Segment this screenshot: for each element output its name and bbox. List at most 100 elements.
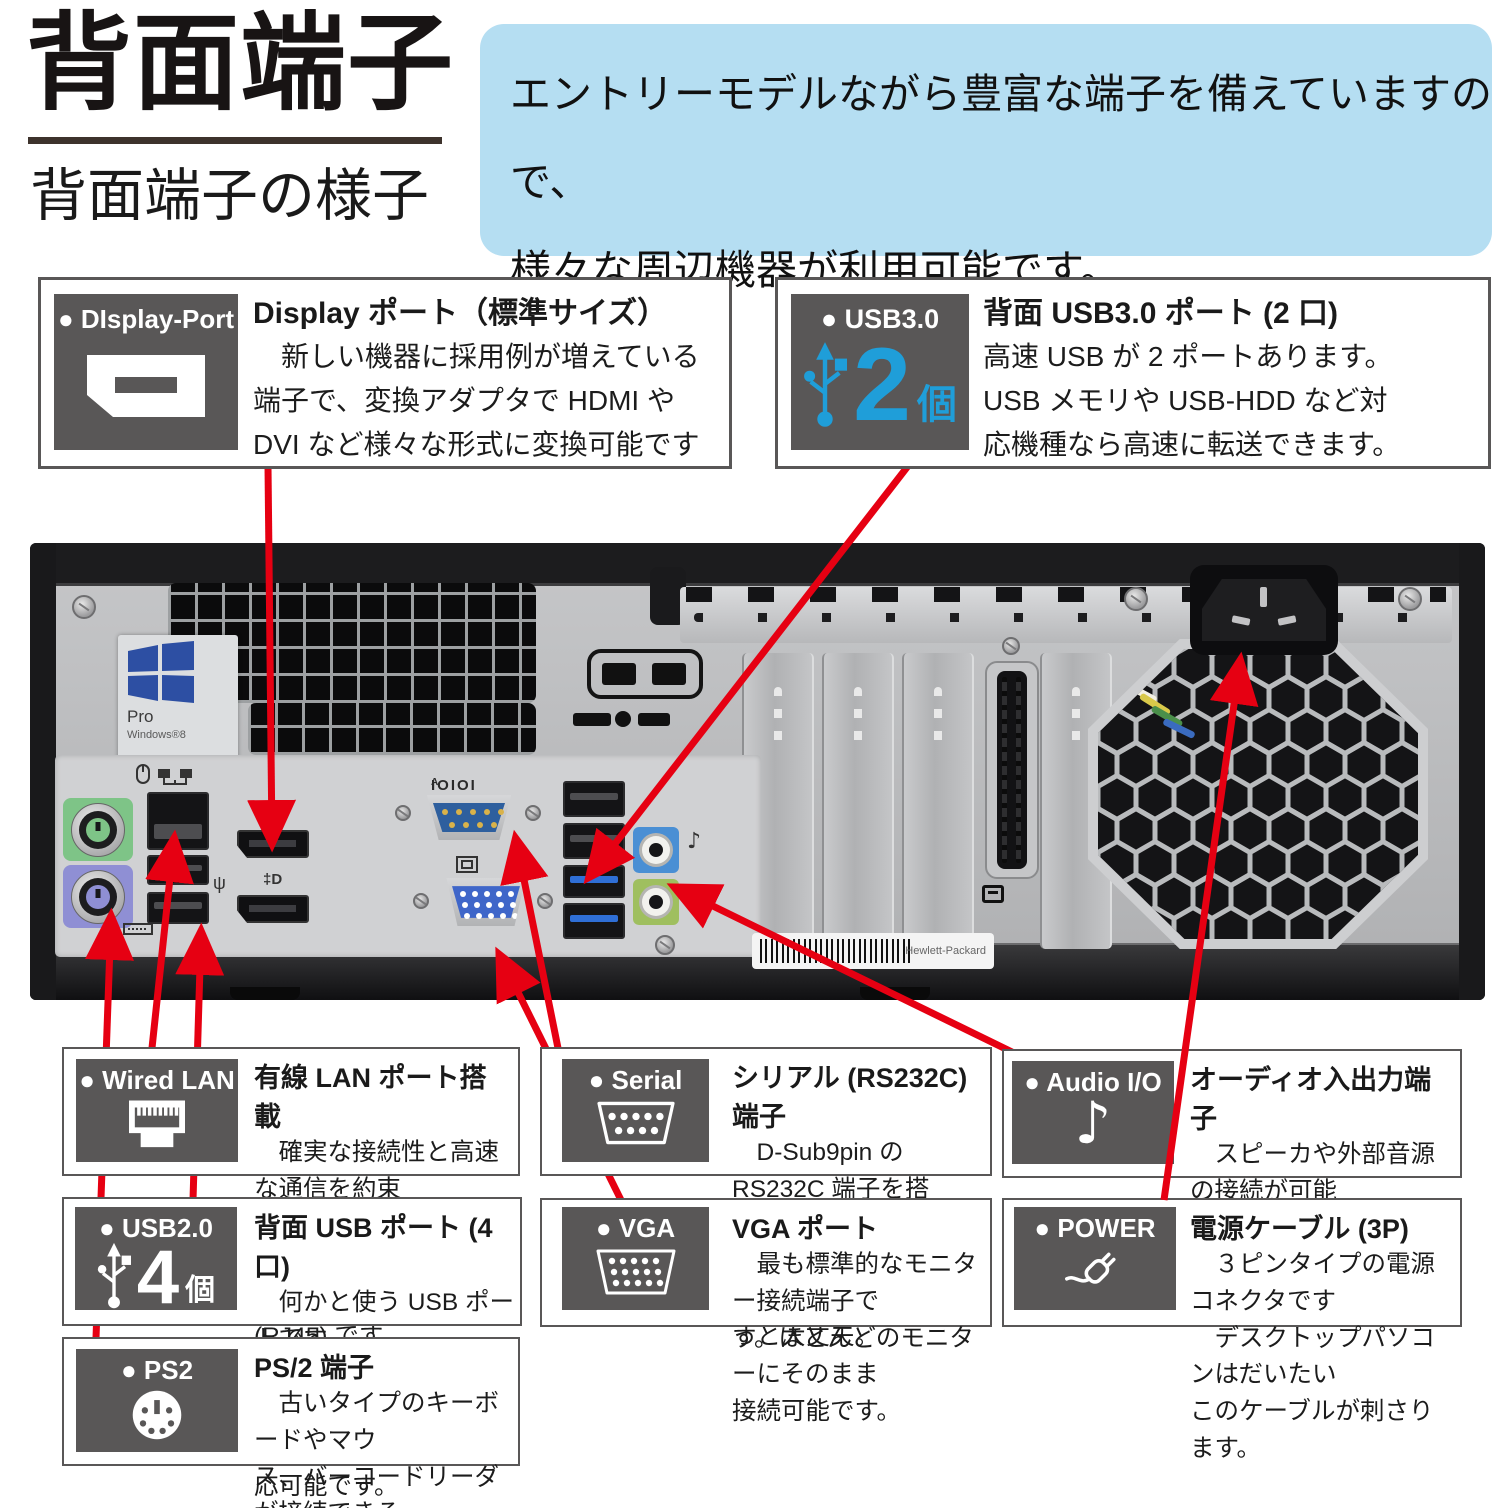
callout-vga: ● VGA VGA ポート 最も標準的なモニター接続端子で す。ほとんどのモニタ…: [540, 1198, 992, 1425]
hp-sticker-text: Hewlett-Packard: [905, 945, 986, 957]
callout-title: 有線 LAN ポート搭載: [254, 1063, 487, 1132]
music-note-icon: ♪: [1074, 1089, 1112, 1157]
expansion-slot-cover: [902, 653, 974, 949]
lan-port-icon: [129, 1100, 185, 1148]
chip-label: ● PS2: [120, 1355, 194, 1385]
chip-usb30: ● USB3.0 2 個: [791, 294, 969, 450]
vga-port-icon: [596, 1249, 675, 1295]
lan-port: [147, 792, 209, 850]
screw: [413, 893, 429, 909]
ps2-keyboard-port: [63, 865, 133, 928]
displayport-glyph: ‡D: [263, 871, 283, 888]
chip-label: ● Wired LAN: [79, 1065, 235, 1095]
chassis-cutout: [638, 713, 670, 726]
callout-wired-lan: ● Wired LAN 有線 LAN ポート搭載 確実な接続性と高速な通信を約束…: [62, 1047, 520, 1350]
chassis-cutout: [652, 663, 686, 685]
callout-power: ● POWER 電源ケーブル (3P) ３ピンタイプの電源コネクタです デスクト…: [1002, 1198, 1462, 1462]
chassis-cutout: [602, 663, 636, 685]
chassis-left-edge: [30, 543, 56, 1000]
thumbscrew: [1002, 637, 1020, 655]
screw: [1398, 587, 1422, 611]
mouse-icon: [136, 764, 150, 784]
callout-usb20: ● USB2.0 4 個 背面 USB ポート (4 口) 何かと使う USB …: [62, 1197, 522, 1500]
chip-label: ● Serial: [588, 1065, 683, 1095]
callout-title: オーディオ入出力端子: [1190, 1065, 1432, 1134]
chip-label: ● POWER: [1034, 1213, 1156, 1243]
power-plug-icon: [1065, 1252, 1116, 1284]
callout-body: 新しい機器に採用例が増えている 端子で、変換アダプタで HDMI や DVI な…: [253, 341, 700, 461]
latch-holes: [694, 613, 1438, 622]
callout-usb30: ● USB3.0 2 個 背面 USB3.0 ポート (2 口) 高速 USB …: [775, 277, 1491, 469]
fan-guard: [1088, 639, 1428, 949]
usb-icon: [97, 1242, 131, 1309]
usb3-port: [563, 865, 625, 898]
ps2-connector-icon: [132, 1390, 182, 1440]
chip-label: ● VGA: [595, 1213, 676, 1243]
printer-icon: [982, 885, 1004, 903]
page-subtitle: 背面端子の様子: [30, 164, 429, 228]
line-in-jack: [633, 827, 679, 873]
usb-glyph: ψ: [213, 873, 226, 893]
callout-title: VGA ポート: [732, 1214, 879, 1244]
lead-text-box: エントリーモデルながら豊富な端子を備えていますので、 様々な周辺機器が利用可能で…: [480, 24, 1492, 293]
windows-sticker-version: Windows®8: [127, 729, 186, 741]
callout-audio-io: ● Audio I/O ♪ オーディオ入出力端子 スピーカや外部音源の接続が可能…: [1002, 1049, 1462, 1315]
chip-power: ● POWER: [1014, 1207, 1176, 1310]
chassis-foot: [860, 987, 930, 1000]
barcode: [760, 939, 910, 963]
chip-wired-lan: ● Wired LAN: [76, 1059, 238, 1162]
parallel-port: [985, 661, 1039, 879]
ps2-mouse-port: [63, 798, 133, 861]
callout-body: 高速 USB が 2 ポートあります。 USB メモリや USB-HDD など対…: [983, 341, 1401, 461]
usb2-port: [563, 823, 625, 859]
windows-logo: [128, 641, 194, 703]
screw: [655, 935, 675, 955]
usb3-port: [563, 903, 625, 939]
chip-usb20: ● USB2.0 4 個: [75, 1207, 237, 1320]
chip-audio-io: ● Audio I/O ♪: [1012, 1061, 1174, 1164]
keyboard-icon: [123, 923, 153, 935]
chassis-right-edge: [1459, 543, 1485, 1000]
callout-display-port: ● DIsplay-Port Display ポート（標準サイズ） 新しい機器に…: [38, 277, 732, 469]
serial-port-icon: [596, 1101, 675, 1145]
usb20-count: 4: [136, 1234, 180, 1320]
windows-sticker-text: Pro: [127, 707, 154, 726]
expansion-slot-cover: [822, 653, 894, 949]
rear-panel-photo: Pro Windows®8: [30, 543, 1485, 1000]
callout-body: ３ピンタイプの電源コネクタです デスクトップパソコンはだいたい このケーブルが刺…: [1190, 1251, 1435, 1462]
screw: [525, 805, 541, 821]
callout-title: Display ポート（標準サイズ）: [253, 297, 668, 330]
callout-title: シリアル (RS232C) 端子: [732, 1063, 968, 1132]
chip-label: ● DIsplay-Port: [57, 304, 235, 334]
power-inlet: [1190, 565, 1338, 655]
chip-serial: ● Serial: [562, 1059, 709, 1162]
chip-label: ● USB3.0: [820, 304, 940, 334]
title-underline: [28, 137, 442, 144]
vga-port: [446, 878, 526, 926]
chassis-foot: [230, 987, 300, 1000]
audio-note-glyph: ♪: [687, 829, 702, 854]
callout-title: 電源ケーブル (3P): [1190, 1214, 1409, 1244]
screw: [395, 805, 411, 821]
usb2-port: [147, 855, 209, 885]
chip-vga: ● VGA: [562, 1207, 709, 1310]
chip-label: ● USB2.0: [99, 1213, 213, 1243]
serial-port: [426, 795, 512, 840]
hp-barcode-sticker: Hewlett-Packard: [752, 933, 994, 969]
line-out-jack: [633, 879, 679, 925]
windows8-sticker: Pro Windows®8: [118, 635, 238, 767]
chip-ps2: ● PS2: [76, 1349, 238, 1452]
usb20-unit: 個: [185, 1274, 216, 1307]
callout-title: 背面 USB ポート (4 口): [254, 1213, 493, 1282]
io-panel: ψ ‡D IOIOI A: [55, 755, 761, 957]
callout-title: 背面 USB3.0 ポート (2 口): [983, 297, 1339, 330]
displayport-2: [237, 895, 309, 923]
callout-ps2: ● PS2 PS/2 端子 古いタイプのキーボードやマウ ス、バーコードリーダが…: [62, 1337, 520, 1508]
page-title: 背面端子: [26, 5, 454, 123]
callout-title: PS/2 端子: [254, 1353, 375, 1383]
chassis-cutout: [573, 713, 611, 726]
displayport-icon: [87, 355, 205, 417]
callout-body: 最も標準的なモニター接続端子で す。ほとんどのモニターにそのまま 接続可能です。: [732, 1251, 977, 1425]
